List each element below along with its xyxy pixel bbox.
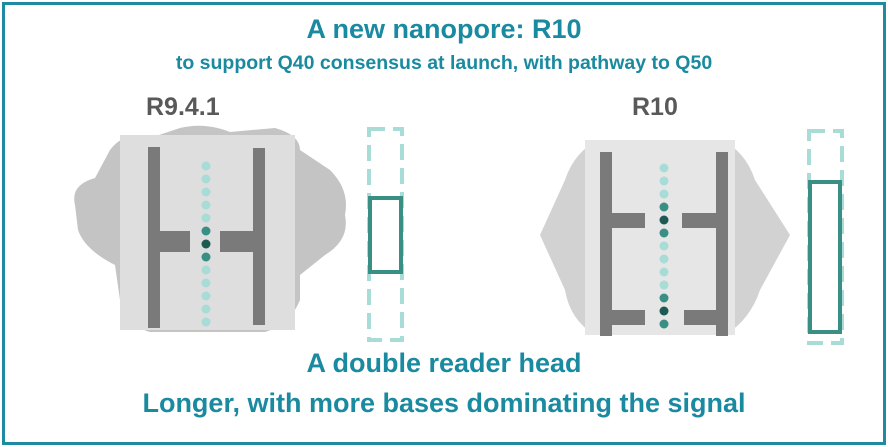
dna-base-dot — [201, 200, 211, 210]
dna-base-dot — [659, 163, 669, 173]
dna-base-dot — [659, 306, 669, 316]
pore-label-r10: R10 — [632, 93, 678, 121]
dna-base-dot — [201, 226, 211, 236]
dna-base-dot — [201, 239, 211, 249]
slide-title: A new nanopore: R10 — [306, 14, 582, 44]
slide-subtitle: to support Q40 consensus at launch, with… — [175, 52, 713, 74]
dna-base-dot — [659, 202, 669, 212]
footer-line-1: A double reader head — [306, 348, 582, 378]
dna-base-dot — [201, 317, 211, 327]
dna-base-dot — [201, 278, 211, 288]
r10-pore-walls — [600, 152, 728, 336]
dna-base-dot — [201, 265, 211, 275]
dna-base-dot — [659, 215, 669, 225]
pore-label-r941: R9.4.1 — [146, 93, 220, 121]
r941-pore-walls — [148, 147, 265, 328]
dna-base-dot — [201, 304, 211, 314]
r941-protein-surface — [74, 125, 347, 332]
dna-base-dot — [659, 228, 669, 238]
dna-base-dot — [659, 176, 669, 186]
dna-base-dot — [659, 280, 669, 290]
dna-base-dot — [659, 189, 669, 199]
dna-base-dot — [201, 252, 211, 262]
dna-base-dot — [201, 213, 211, 223]
r10-dna-bases — [659, 163, 669, 329]
dna-base-dot — [659, 319, 669, 329]
r941-dna-bases — [201, 161, 211, 327]
dna-base-dot — [201, 161, 211, 171]
dna-base-dot — [659, 254, 669, 264]
r941-reader-window — [367, 127, 404, 342]
dna-base-dot — [659, 293, 669, 303]
dna-base-dot — [201, 291, 211, 301]
r10-reader-window — [807, 129, 844, 345]
dna-base-dot — [659, 241, 669, 251]
footer-line-2: Longer, with more bases dominating the s… — [142, 388, 746, 418]
dna-base-dot — [659, 267, 669, 277]
dna-base-dot — [201, 187, 211, 197]
dna-base-dot — [201, 174, 211, 184]
